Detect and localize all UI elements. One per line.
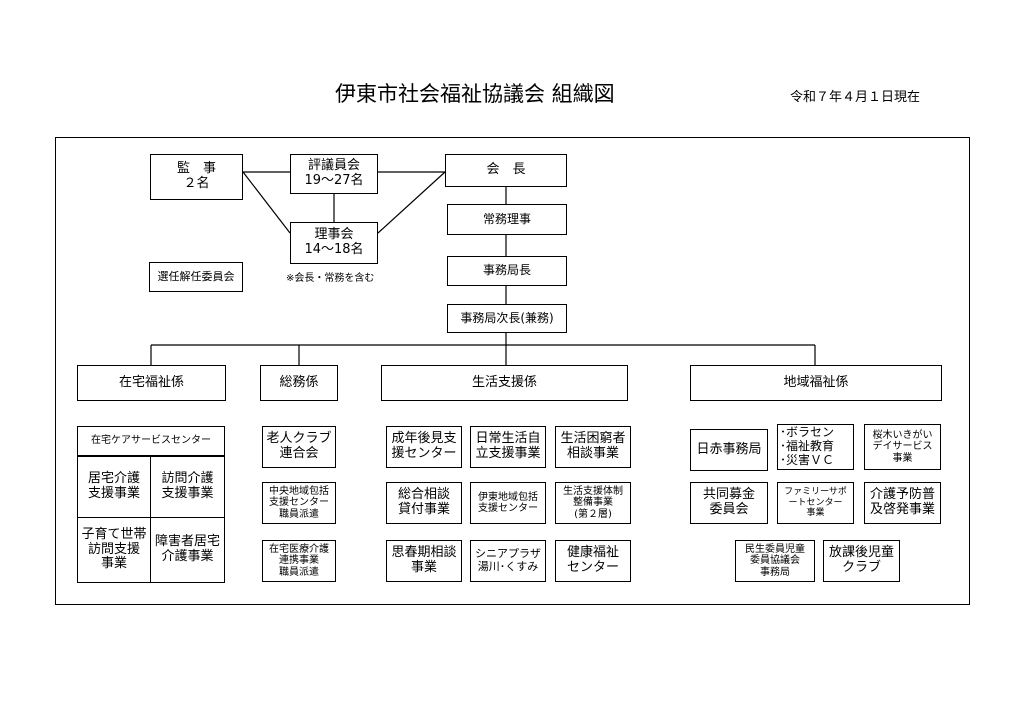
seinen-unit: 成年後見支 援センター (386, 426, 462, 468)
volunteer-unit: ･ボラセン ･福祉教育 ･災害ＶＣ (777, 424, 854, 470)
sakuragi-unit: 桜木いきがい デイサービス 事業 (864, 424, 941, 470)
shogai-unit: 障害者居宅 介護事業 (150, 517, 225, 583)
konkyu-unit: 生活困窮者 相談事業 (555, 426, 631, 468)
taisei-unit: 生活支援体制 整備事業 (第２層) (555, 482, 631, 524)
nisseki-unit: 日赤事務局 (690, 429, 768, 471)
iryo-renkei-unit: 在宅医療介護 連携事業 職員派遣 (262, 540, 336, 582)
president-box: 会 長 (445, 154, 567, 187)
kyodo-bokin-unit: 共同募金 委員会 (690, 482, 768, 524)
rojin-club-unit: 老人クラブ 連合会 (262, 426, 336, 468)
chuo-center-unit: 中央地域包括 支援センター 職員派遣 (262, 482, 336, 524)
homon-unit: 訪問介護 支援事業 (150, 456, 225, 518)
page-title: 伊東市社会福祉協議会 組織図 (335, 82, 615, 106)
kenko-center-unit: 健康福祉 センター (555, 540, 631, 582)
kyotaku-unit: 居宅介護 支援事業 (77, 456, 151, 518)
dept-seikatsu: 生活支援係 (381, 365, 628, 401)
board-note: ※会長・常務を含む (286, 273, 375, 284)
secretary-general-box: 事務局長 (447, 256, 567, 286)
family-support-unit: ファミリーサポ ートセンター 事業 (777, 482, 854, 524)
dept-somu: 総務係 (260, 365, 338, 401)
date-label: 令和７年４月１日現在 (790, 90, 921, 105)
board-box: 理事会 14～18名 (290, 222, 378, 264)
nichijo-unit: 日常生活自 立支援事業 (470, 426, 546, 468)
hokago-unit: 放課後児童 クラブ (823, 540, 900, 582)
sogo-unit: 総合相談 貸付事業 (386, 482, 462, 524)
shishunki-unit: 思春期相談 事業 (386, 540, 462, 582)
deputy-secretary-box: 事務局次長(兼務) (447, 304, 567, 333)
home-care-center: 在宅ケアサービスセンター (77, 426, 225, 456)
auditor-box: 監 事 ２名 (150, 154, 243, 200)
dept-zaitaku: 在宅福祉係 (77, 365, 226, 401)
ito-center-unit: 伊東地域包括 支援センター (470, 482, 546, 524)
kaigo-yobo-unit: 介護予防普 及啓発事業 (864, 482, 941, 524)
senior-plaza-unit: シニアプラザ 湯川･くすみ (470, 540, 546, 582)
election-committee-box: 選任解任委員会 (149, 262, 243, 292)
kosodate-unit: 子育て世帯 訪問支援 事業 (77, 517, 151, 583)
minsei-unit: 民生委員児童 委員協議会 事務局 (735, 540, 815, 582)
org-chart-frame (55, 137, 970, 605)
dept-chiiki: 地域福祉係 (690, 365, 942, 401)
managing-director-box: 常務理事 (447, 204, 567, 235)
councillor-box: 評議員会 19～27名 (290, 154, 378, 194)
